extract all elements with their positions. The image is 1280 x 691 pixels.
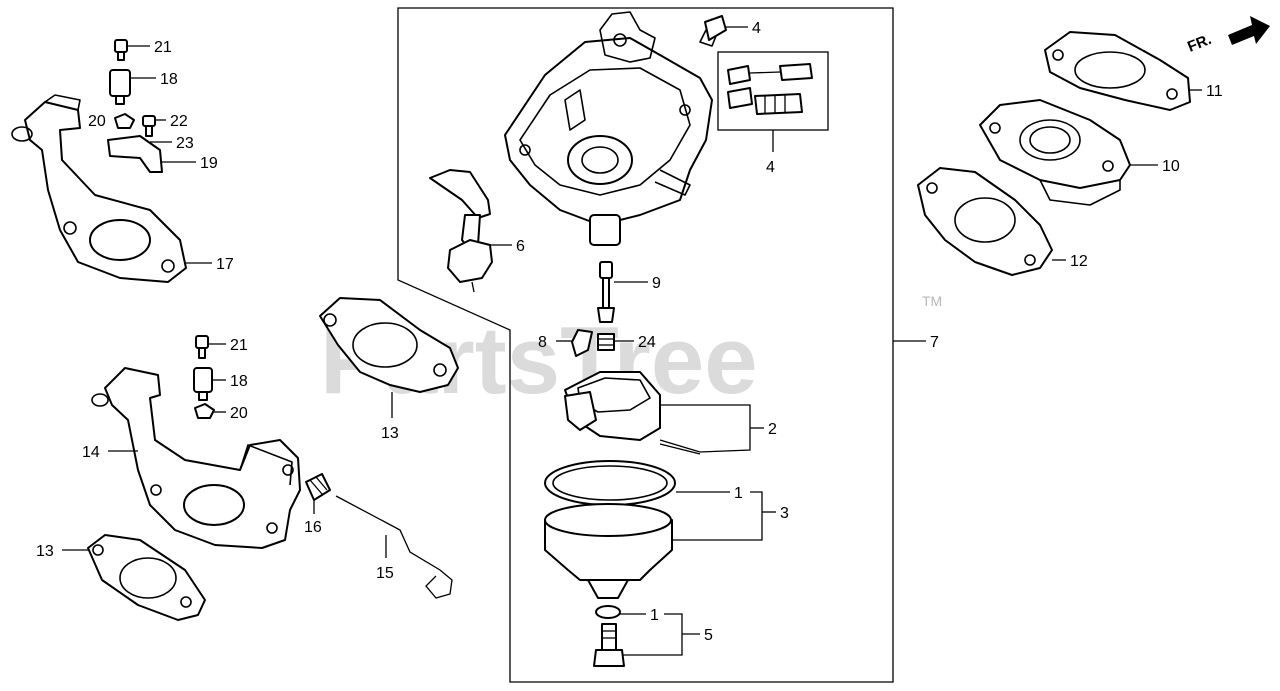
callout-18-bottom: 18: [230, 373, 248, 390]
part-20-nut-bottom: [194, 403, 215, 419]
callout-2: 2: [768, 421, 777, 438]
part-6-lever: [429, 169, 493, 293]
part-18-collar-top: [109, 69, 131, 105]
callout-23: 23: [176, 135, 194, 152]
callout-7: 7: [930, 334, 939, 351]
part-19-cable-clamp: [107, 135, 163, 173]
callout-12: 12: [1070, 253, 1088, 270]
part-15-rod: [335, 495, 453, 599]
callout-8: 8: [538, 334, 547, 351]
callout-21-top: 21: [154, 39, 172, 56]
callout-22: 22: [170, 113, 188, 130]
callout-10: 10: [1162, 158, 1180, 175]
carburetor-assembly-outline: [397, 7, 894, 683]
callout-21-bottom: 21: [230, 337, 248, 354]
part-14-control-bracket: [91, 367, 301, 549]
callout-1-lower: 1: [650, 607, 659, 624]
part-9-needle-jet: [597, 261, 615, 323]
front-direction-indicator: FR.: [1185, 16, 1270, 56]
callout-11: 11: [1206, 83, 1223, 100]
callout-3: 3: [780, 505, 789, 522]
callout-20-bottom: 20: [230, 405, 248, 422]
part-16-spring: [305, 473, 331, 501]
part-2-float: [564, 371, 701, 455]
trademark-text: TM: [922, 293, 942, 309]
callout-1-upper: 1: [734, 485, 743, 502]
callout-13-middle: 13: [381, 425, 399, 442]
callout-5: 5: [704, 627, 713, 644]
callout-4-lower: 4: [766, 159, 775, 176]
part-17-control-bracket: [11, 94, 187, 283]
part-13-gasket-lower: [87, 534, 206, 621]
part-20-nut-top: [114, 113, 135, 129]
callout-9: 9: [652, 275, 661, 292]
svg-text:FR.: FR.: [1185, 31, 1214, 56]
callout-4-upper: 4: [752, 20, 761, 37]
part-21-bolt-bottom: [195, 335, 209, 359]
callout-17: 17: [216, 256, 234, 273]
callout-13-lower: 13: [36, 543, 54, 560]
part-12-gasket: [917, 167, 1053, 276]
part-4-screw-set: [727, 63, 813, 115]
part-18-collar-bottom: [193, 367, 213, 401]
part-3-float-chamber: [544, 503, 673, 599]
callout-16: 16: [304, 519, 322, 536]
callout-24: 24: [638, 334, 656, 351]
part-22-screw: [142, 115, 156, 137]
callout-14: 14: [82, 444, 100, 461]
part-8-float-pin-clip: [571, 329, 593, 357]
part-5-drain-bolt: [593, 623, 625, 667]
part-1-drain-washer: [595, 605, 621, 619]
callout-20-top: 20: [88, 113, 106, 130]
part-4-pilot-screw: [699, 15, 727, 47]
arrow-right-icon: [1228, 16, 1270, 45]
callout-6: 6: [516, 238, 525, 255]
part-1-float-chamber-gasket: [544, 460, 676, 506]
callout-15: 15: [376, 565, 394, 582]
carburetor-body: [504, 11, 713, 246]
part-13-gasket-middle: [319, 297, 459, 393]
part-21-bolt-top: [114, 39, 128, 61]
part-24-main-jet: [597, 333, 615, 351]
callout-19: 19: [200, 155, 218, 172]
callout-18-top: 18: [160, 71, 178, 88]
part-11-gasket: [1044, 31, 1191, 111]
part-10-insulator: [979, 99, 1131, 206]
